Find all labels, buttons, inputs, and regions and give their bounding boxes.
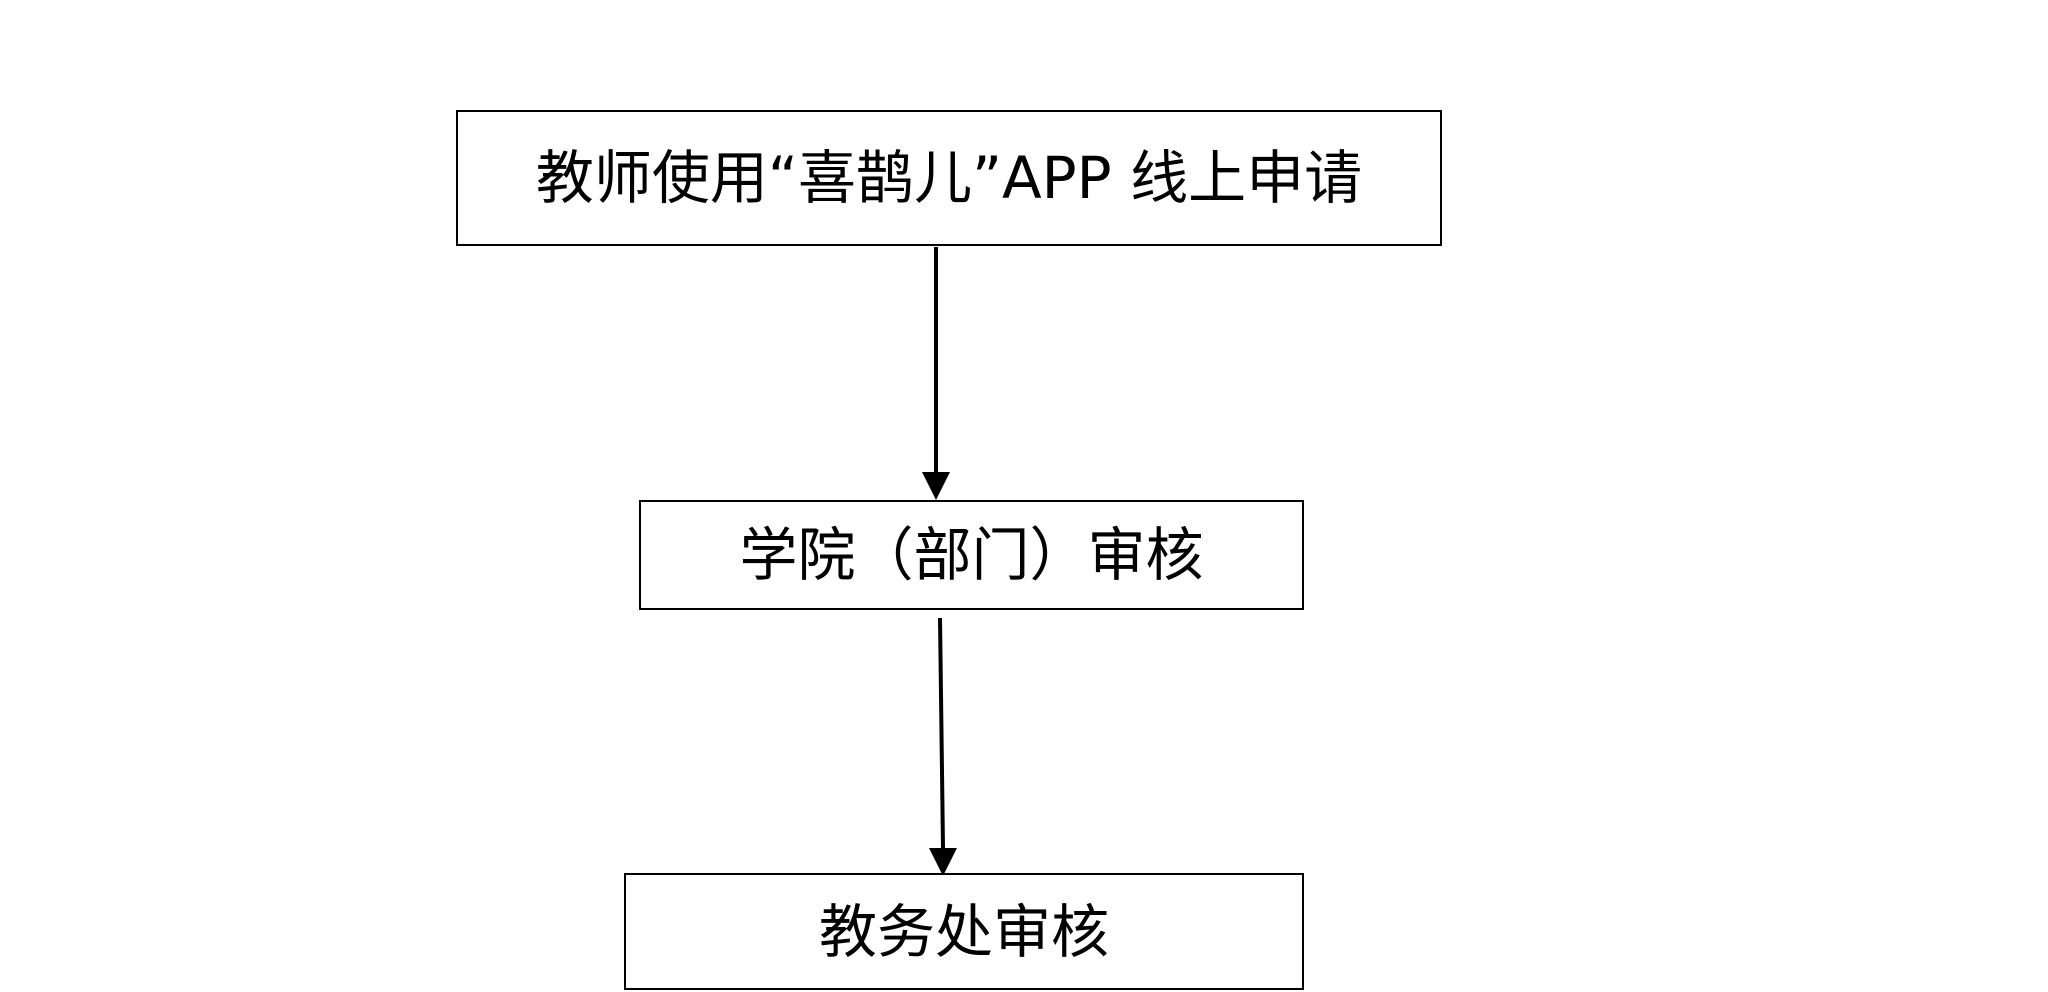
step-teacher-application: 教师使用“喜鹊儿”APP 线上申请 <box>456 110 1442 246</box>
step-label: 教师使用“喜鹊儿”APP 线上申请 <box>535 144 1363 212</box>
step-academic-affairs-review: 教务处审核 <box>624 873 1304 990</box>
step-label: 教务处审核 <box>818 897 1109 966</box>
step-label: 学院（部门）审核 <box>739 521 1204 589</box>
arrowhead-step2-icon <box>922 472 950 500</box>
step-college-review: 学院（部门）审核 <box>639 500 1304 610</box>
arrowhead-step3-icon <box>929 848 957 876</box>
arrow-step2-to-step3 <box>938 617 945 849</box>
